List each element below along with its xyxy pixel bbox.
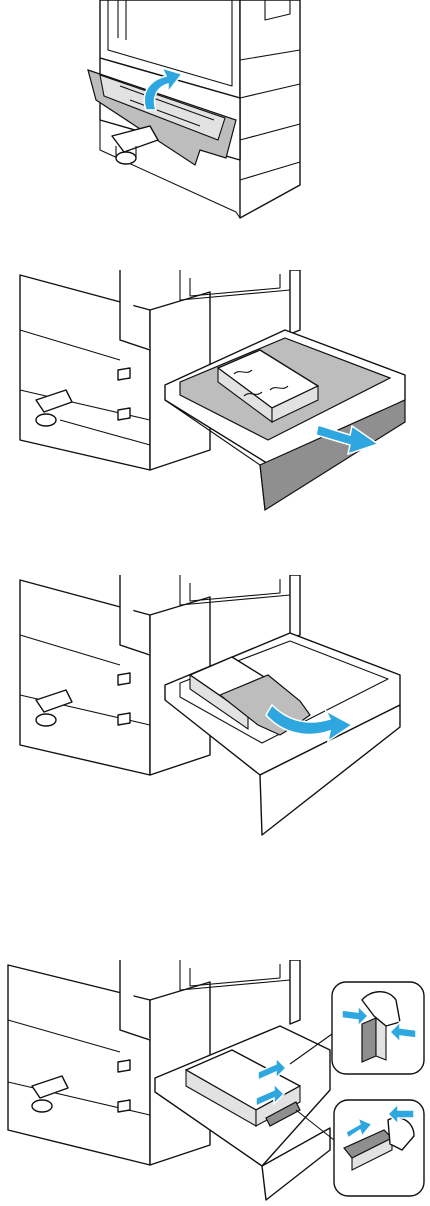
step-4-paper-guides <box>0 960 430 1206</box>
step-3-remove-jam <box>0 575 430 837</box>
step-1-illustration <box>0 0 430 225</box>
step-2-pull-tray <box>0 270 430 520</box>
step-4-illustration <box>0 960 430 1206</box>
callout-end-guide <box>332 982 424 1074</box>
stabilizer-foot <box>112 126 158 164</box>
step-3-illustration <box>0 575 430 837</box>
callout-side-guide <box>334 1100 424 1196</box>
step-2-illustration <box>0 270 430 520</box>
step-1-open-door <box>0 0 430 225</box>
